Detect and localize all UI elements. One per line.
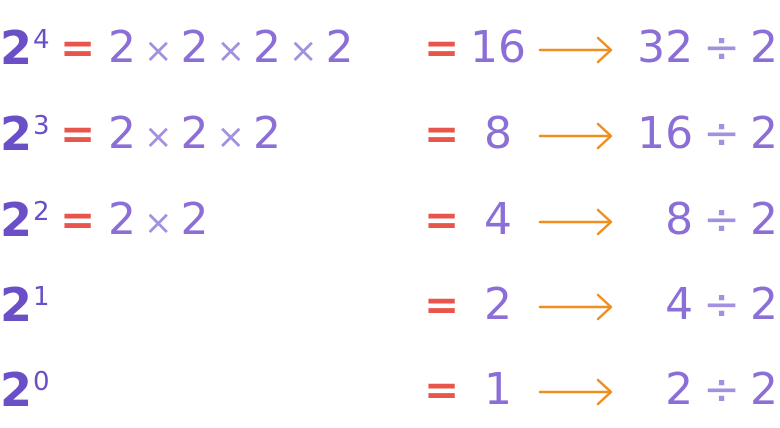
division-expression: 4÷2 [665,275,778,335]
factor: 2 [108,22,136,73]
power-base: 2 [0,363,33,417]
power-exponent: 0 [33,367,50,397]
dividend: 16 [637,108,694,159]
factor: 2 [325,22,354,73]
divide-sign: ÷ [703,194,740,245]
divide-sign: ÷ [703,108,740,159]
power-term: 21 [0,275,50,335]
times-sign: × [216,117,246,157]
times-sign: × [216,31,246,71]
equals-sign: = [60,195,96,244]
equals-sign: = [424,195,460,244]
power-exponent: 3 [33,111,50,141]
result-value: 1 [484,364,512,415]
power-term: 22 [0,190,50,250]
power-exponent: 4 [33,25,50,55]
divisor: 2 [750,364,778,415]
division-expression: 2÷2 [665,360,778,420]
divisor: 2 [750,108,778,159]
factor: 2 [253,108,281,159]
division-expression: 8÷2 [665,190,778,250]
power-base: 2 [0,193,33,247]
power-base: 2 [0,107,33,161]
factor: 2 [180,194,209,245]
equals-sign: = [424,23,460,72]
result-value: 4 [484,194,512,245]
power-exponent: 2 [33,197,50,227]
dividend: 8 [665,194,694,245]
power-exponent: 1 [33,282,50,312]
times-sign: × [289,31,318,71]
times-sign: × [144,31,173,71]
factor: 2 [108,194,136,245]
equals-sign: = [424,109,460,158]
arrow-icon [538,190,616,250]
result-value: 8 [484,108,512,159]
multiplication-expansion: 2×2 [108,190,209,250]
dividend: 2 [665,364,694,415]
factor: 2 [180,22,209,73]
power-term: 23 [0,104,50,164]
equals-sign: = [60,109,96,158]
power-base: 2 [0,21,33,75]
factor: 2 [108,108,136,159]
divide-sign: ÷ [703,364,740,415]
factor: 2 [253,22,281,73]
divide-sign: ÷ [703,22,740,73]
arrow-icon [538,104,616,164]
equals-sign: = [424,365,460,414]
dividend: 4 [665,279,694,330]
power-base: 2 [0,278,33,332]
times-sign: × [144,203,173,243]
multiplication-expansion: 2×2×2 [108,104,281,164]
factor: 2 [180,108,209,159]
divisor: 2 [750,194,778,245]
result-value: 16 [470,22,526,73]
power-term: 20 [0,360,50,420]
arrow-icon [538,18,616,78]
equals-sign: = [424,280,460,329]
multiplication-expansion: 2×2×2×2 [108,18,354,78]
divide-sign: ÷ [703,279,740,330]
power-term: 24 [0,18,50,78]
arrow-icon [538,360,616,420]
arrow-icon [538,275,616,335]
dividend: 32 [637,22,694,73]
equals-sign: = [60,23,96,72]
divisor: 2 [750,279,778,330]
result-value: 2 [484,279,512,330]
division-expression: 32÷2 [637,18,778,78]
divisor: 2 [750,22,778,73]
division-expression: 16÷2 [637,104,778,164]
times-sign: × [144,117,173,157]
